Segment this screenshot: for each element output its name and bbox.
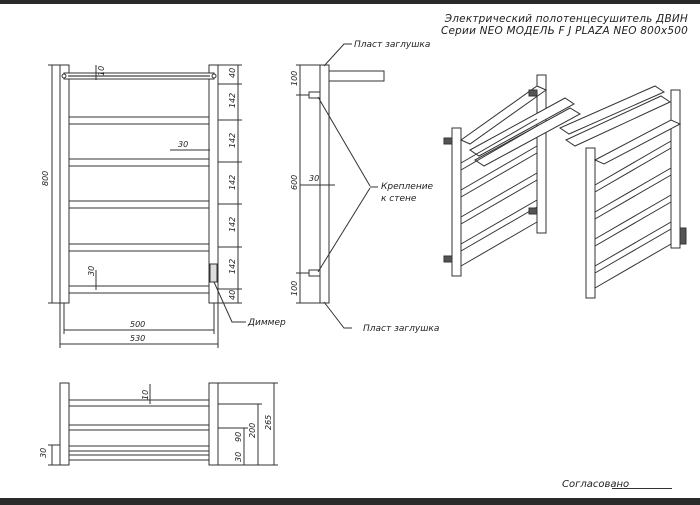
spacing-3: 142: [228, 133, 237, 148]
top-dim-10: 10: [141, 390, 150, 400]
title-line-2: Серии NEO МОДЕЛЬ F J PLAZA NEO 800x500: [440, 25, 688, 37]
dimmer-box: [209, 263, 218, 283]
dim-bar-width-30: 30: [178, 140, 188, 149]
dim-width-500: 500: [130, 320, 145, 329]
side-dim-top-100: 100: [290, 71, 299, 86]
front-rungs: [68, 116, 210, 294]
spacing-7: 40: [228, 290, 237, 300]
approved-label: Согласовано: [562, 479, 630, 490]
front-view: [48, 64, 246, 348]
top-dim-90: 90: [234, 432, 243, 442]
mount-label-line-1: Крепление: [381, 182, 434, 192]
top-dim-30: 30: [234, 452, 243, 462]
spacing-5: 142: [228, 217, 237, 232]
spacing-6: 142: [228, 259, 237, 274]
cap-bottom-label: Пласт заглушка: [363, 324, 439, 334]
cap-top-label: Пласт заглушка: [354, 40, 430, 50]
front-left-post: [59, 64, 70, 304]
top-dim-30-left: 30: [39, 448, 48, 458]
sheet-top-border: [0, 0, 700, 4]
dim-width-530: 530: [130, 334, 145, 343]
side-view: [296, 43, 385, 329]
mount-label-line-2: к стене: [381, 194, 417, 204]
dim-bottom-bar-30: 30: [87, 266, 96, 276]
side-dim-bottom-100: 100: [290, 281, 299, 296]
top-view: [48, 382, 278, 466]
top-dim-265: 265: [264, 415, 273, 430]
approved-signature-line: [612, 488, 672, 489]
side-dim-bracket-30: 30: [309, 174, 319, 183]
side-dim-middle-600: 600: [290, 175, 299, 190]
top-right-post: [208, 382, 219, 466]
isometric-view-right: [558, 85, 687, 299]
sheet-bottom-border: [0, 498, 700, 505]
dim-top-bar-10: 10: [97, 66, 106, 76]
title-line-1: Электрический полотенцесушитель ДВИН: [444, 13, 688, 25]
top-dim-200: 200: [248, 423, 257, 438]
top-left-post: [59, 382, 70, 466]
side-top-shelf: [328, 70, 385, 82]
spacing-2: 142: [228, 93, 237, 108]
spacing-4: 142: [228, 175, 237, 190]
spacing-1: 40: [228, 68, 237, 78]
dimmer-label: Диммер: [247, 318, 286, 328]
dim-height-800: 800: [41, 171, 50, 186]
isometric-view-left: [443, 74, 582, 277]
